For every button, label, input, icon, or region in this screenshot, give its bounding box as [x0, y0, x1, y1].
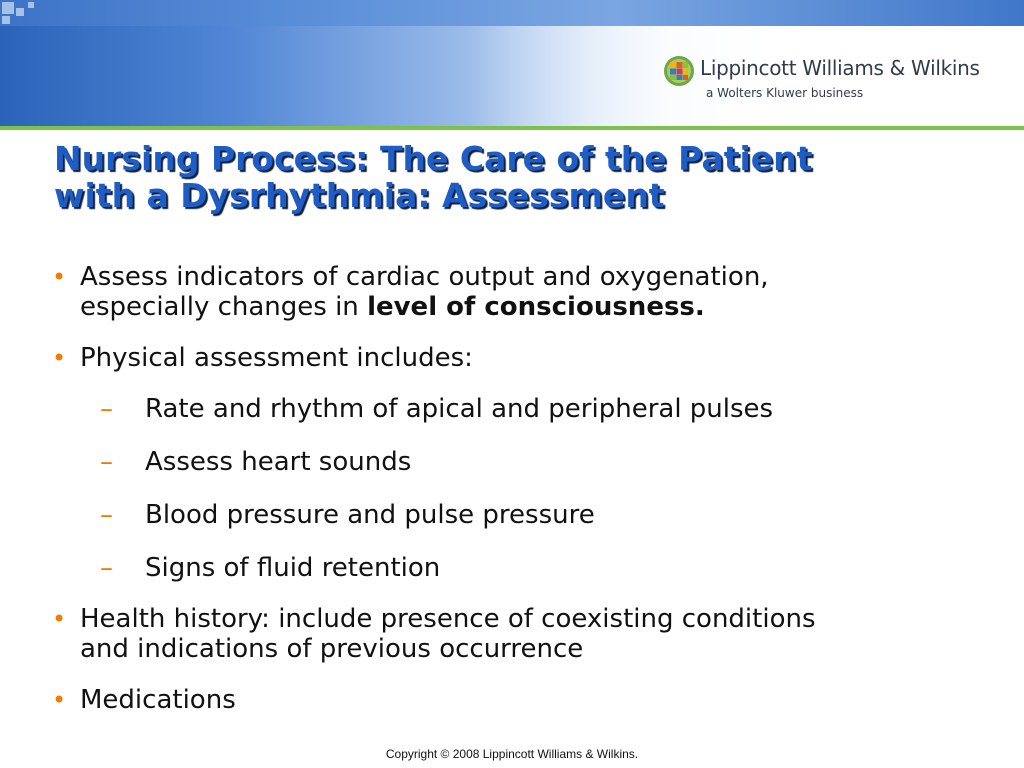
bullet-bold-text: level of consciousness. — [367, 292, 705, 322]
bullet-dot: • — [52, 344, 67, 372]
bullet-text: Assess indicators of cardiac output and … — [80, 262, 769, 292]
bullet-cardiac-output: • Assess indicators of cardiac output an… — [52, 262, 992, 322]
sub-bullet-dash: – — [100, 394, 113, 424]
lww-grid-logo-icon — [664, 56, 694, 86]
header-green-rule — [0, 126, 1024, 130]
logo-tagline: a Wolters Kluwer business — [706, 86, 864, 100]
bullet-text: Health history: include presence of coex… — [80, 604, 816, 634]
sub-bullet-text: Rate and rhythm of apical and peripheral… — [145, 394, 774, 424]
slide-title-line-1: Nursing Process: The Care of the Patient — [54, 139, 813, 178]
slide-title-line-2: with a Dysrhythmia: Assessment — [54, 176, 665, 215]
sub-bullet-dash: – — [100, 500, 113, 530]
sub-bullet-fluid-retention: – Signs of fluid retention — [52, 553, 992, 583]
bullet-dot: • — [52, 686, 67, 714]
sub-bullet-blood-pressure: – Blood pressure and pulse pressure — [52, 500, 992, 530]
sub-bullet-heart-sounds: – Assess heart sounds — [52, 447, 992, 477]
sub-bullet-text: Signs of fluid retention — [145, 553, 441, 583]
slide-body: • Assess indicators of cardiac output an… — [52, 262, 992, 736]
bullet-dot: • — [52, 605, 67, 633]
sub-bullet-text: Assess heart sounds — [145, 447, 412, 477]
sub-bullet-pulses: – Rate and rhythm of apical and peripher… — [52, 394, 992, 424]
header-top-strip — [0, 0, 1024, 26]
bullet-text: Medications — [80, 685, 236, 715]
corner-decoration — [0, 0, 60, 40]
bullet-physical-assessment: • Physical assessment includes: — [52, 343, 992, 373]
logo-wordmark: Lippincott Williams & Wilkins — [700, 56, 980, 80]
slide-title: Nursing Process: The Care of the Patient… — [54, 140, 994, 214]
sub-bullet-text: Blood pressure and pulse pressure — [145, 500, 595, 530]
bullet-text: and indications of previous occurrence — [80, 634, 584, 664]
bullet-medications: • Medications — [52, 685, 992, 715]
publisher-logo: Lippincott Williams & Wilkins a Wolters … — [662, 54, 1002, 104]
copyright-notice: Copyright © 2008 Lippincott Williams & W… — [385, 747, 639, 761]
header-fade — [470, 26, 1024, 128]
bullet-health-history: • Health history: include presence of co… — [52, 604, 992, 664]
bullet-dot: • — [52, 263, 67, 291]
sub-bullet-dash: – — [100, 447, 113, 477]
bullet-text: especially changes in — [80, 292, 368, 322]
sub-bullet-dash: – — [100, 553, 113, 583]
bullet-text: Physical assessment includes: — [80, 343, 473, 373]
